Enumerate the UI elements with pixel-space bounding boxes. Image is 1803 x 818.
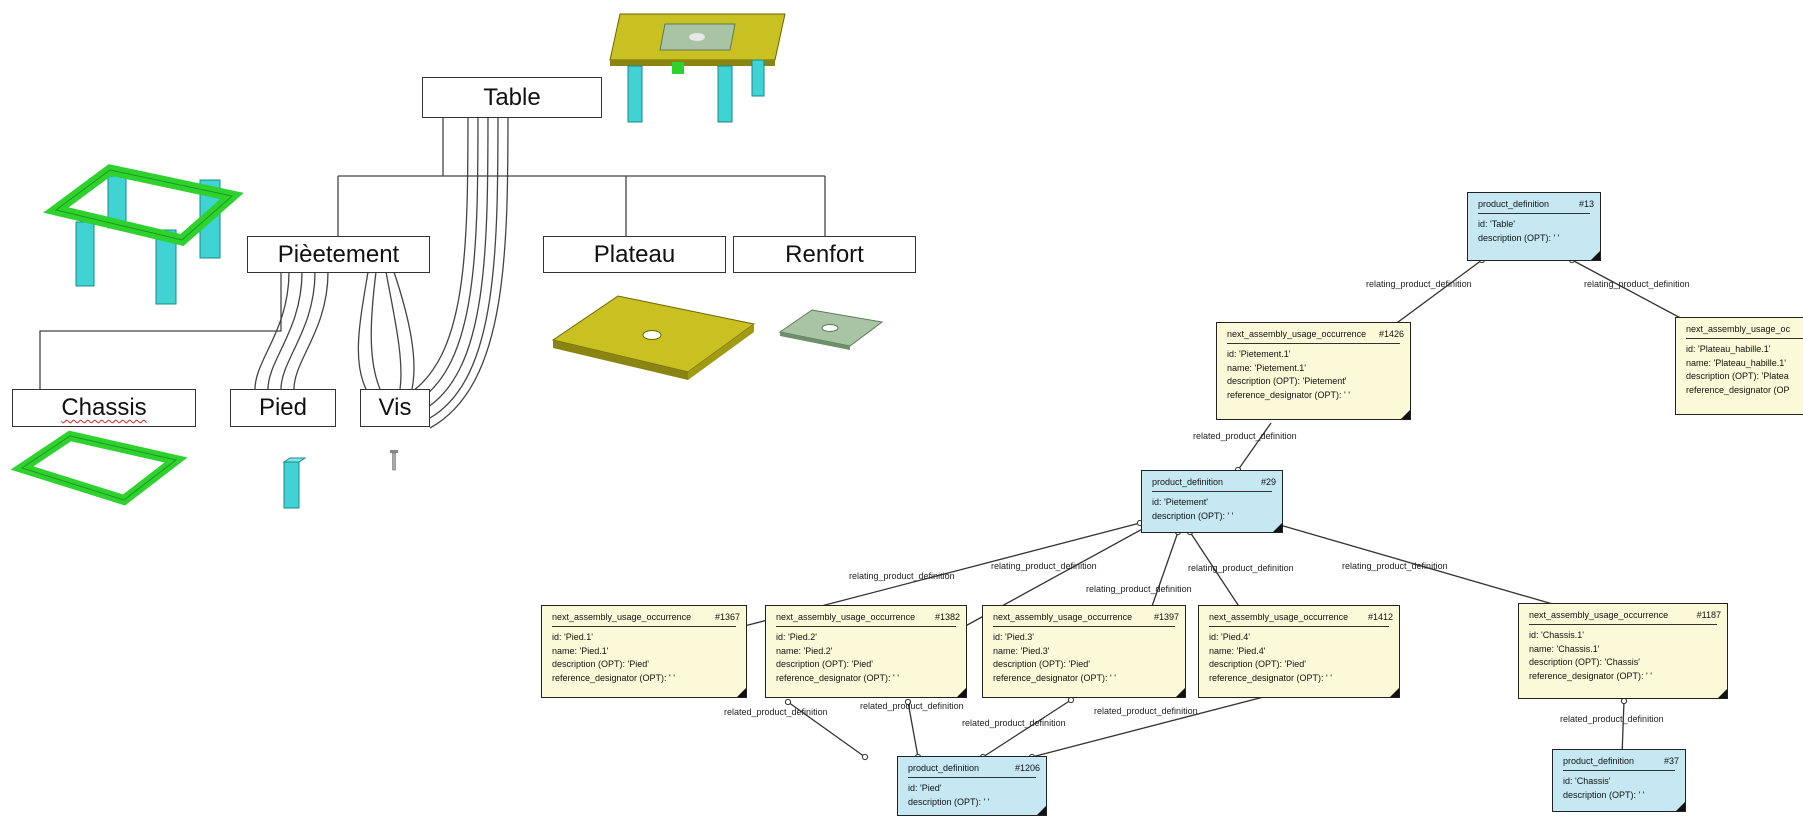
relation-label-relating: relating_product_definition bbox=[991, 561, 1097, 571]
tree-node-chassis-label: Chassis bbox=[61, 394, 147, 421]
vis-model-image bbox=[390, 450, 398, 471]
entity-attr: id: 'Pied.2' bbox=[776, 632, 817, 642]
tree-node-renfort: Renfort bbox=[733, 236, 916, 273]
relation-label-relating: relating_product_definition bbox=[1188, 563, 1294, 573]
entity-type: product_definition bbox=[1478, 199, 1550, 209]
entity-attr: id: 'Pied.3' bbox=[993, 632, 1034, 642]
entity-type: product_definition bbox=[1563, 756, 1635, 766]
entity-ref: #1206 bbox=[1014, 763, 1040, 773]
entity-attr: description (OPT): 'Pied' bbox=[776, 659, 873, 669]
entity-attr: name: 'Pied.2' bbox=[776, 645, 833, 656]
entity-attr: reference_designator (OPT): ' ' bbox=[1529, 670, 1652, 681]
entity-type: next_assembly_usage_occurrence bbox=[776, 612, 916, 622]
pied-model-image bbox=[282, 457, 307, 509]
relation-label-relating: relating_product_definition bbox=[1366, 279, 1472, 289]
entity-attr: id: 'Chassis' bbox=[1563, 776, 1611, 786]
pietement-model-image bbox=[43, 164, 244, 305]
entity-attr: reference_designator (OP bbox=[1686, 384, 1790, 395]
tree-node-chassis: Chassis bbox=[12, 389, 196, 427]
relation-label-related: related_product_definition bbox=[962, 718, 1066, 728]
entity-attr: name: 'Plateau_habille.1' bbox=[1686, 357, 1787, 368]
entity-nauo-1426: next_assembly_usage_occurrence #1426 id: … bbox=[1216, 322, 1411, 420]
entity-attr: description (OPT): 'Pied' bbox=[552, 659, 649, 669]
entity-attr: reference_designator (OPT): ' ' bbox=[552, 672, 675, 683]
relation-label-related: related_product_definition bbox=[860, 701, 964, 711]
entity-ref: #1412 bbox=[1367, 612, 1393, 622]
entity-attr: id: 'Pied.1' bbox=[552, 632, 593, 642]
entity-ref: #37 bbox=[1663, 756, 1679, 766]
relation-label-relating: relating_product_definition bbox=[1342, 561, 1448, 571]
entity-attr: id: 'Pietement.1' bbox=[1227, 349, 1291, 359]
entity-attr: id: 'Table' bbox=[1478, 219, 1515, 229]
entity-attr: id: 'Pietement' bbox=[1152, 497, 1208, 507]
entity-type: next_assembly_usage_occurrence bbox=[993, 612, 1133, 622]
entity-type: product_definition bbox=[1152, 477, 1224, 487]
entity-nauo-1367: next_assembly_usage_occurrence #1367 id: … bbox=[541, 605, 747, 698]
entity-attr: description (OPT): 'Pietement' bbox=[1227, 376, 1347, 386]
chassis-model-image bbox=[10, 430, 188, 506]
entity-nauo-1187: next_assembly_usage_occurrence #1187 id: … bbox=[1518, 603, 1728, 699]
entity-attr: description (OPT): ' ' bbox=[1152, 510, 1234, 521]
plateau-model-image bbox=[551, 295, 756, 380]
entity-attr: name: 'Pied.1' bbox=[552, 645, 609, 656]
entity-attr: id: 'Chassis.1' bbox=[1529, 630, 1584, 640]
relation-label-related: related_product_definition bbox=[1560, 714, 1664, 724]
entity-product-definition-37: product_definition #37 id: 'Chassis' desc… bbox=[1552, 749, 1686, 812]
entity-ref: #1397 bbox=[1153, 612, 1179, 622]
entity-attr: id: 'Plateau_habille.1' bbox=[1686, 344, 1771, 354]
entity-attr: reference_designator (OPT): ' ' bbox=[1227, 389, 1350, 400]
entity-attr: id: 'Pied' bbox=[908, 783, 942, 793]
entity-nauo-1397: next_assembly_usage_occurrence #1397 id: … bbox=[982, 605, 1186, 698]
tree-node-vis: Vis bbox=[360, 389, 430, 427]
entity-attr: description (OPT): 'Pied' bbox=[1209, 659, 1306, 669]
entity-attr: name: 'Pietement.1' bbox=[1227, 362, 1306, 373]
entity-attr: reference_designator (OPT): ' ' bbox=[993, 672, 1116, 683]
entity-ref: #1367 bbox=[714, 612, 740, 622]
entity-ref: #1187 bbox=[1696, 610, 1721, 620]
renfort-model-image bbox=[778, 309, 884, 350]
tree-node-pied: Pied bbox=[230, 389, 336, 427]
entity-product-definition-1206: product_definition #1206 id: 'Pied' descr… bbox=[897, 756, 1047, 816]
entity-attr: id: 'Pied.4' bbox=[1209, 632, 1250, 642]
relation-label-relating: relating_product_definition bbox=[1584, 279, 1690, 289]
entity-type: next_assembly_usage_occurrence bbox=[1529, 610, 1669, 620]
tree-node-table: Table bbox=[422, 77, 602, 118]
tree-node-pietement: Pièetement bbox=[247, 236, 430, 273]
entity-type: product_definition bbox=[908, 763, 980, 773]
entity-type: next_assembly_usage_occurrence bbox=[1209, 612, 1349, 622]
relation-label-related: related_product_definition bbox=[724, 707, 828, 717]
entity-attr: reference_designator (OPT): ' ' bbox=[776, 672, 899, 683]
relation-label-related: related_product_definition bbox=[1193, 431, 1297, 441]
relation-label-related: related_product_definition bbox=[1094, 706, 1198, 716]
table-model-image bbox=[609, 13, 786, 123]
entity-type: next_assembly_usage_oc bbox=[1686, 324, 1791, 334]
entity-attr: description (OPT): ' ' bbox=[908, 796, 990, 807]
entity-ref: #29 bbox=[1260, 477, 1276, 487]
entity-nauo-plateau: next_assembly_usage_oc id: 'Plateau_habi… bbox=[1675, 317, 1803, 415]
entity-product-definition-29: product_definition #29 id: 'Pietement' de… bbox=[1141, 470, 1283, 533]
relation-label-relating: relating_product_definition bbox=[1086, 584, 1192, 594]
entity-type: next_assembly_usage_occurrence bbox=[1227, 329, 1367, 339]
entity-product-definition-13: product_definition #13 id: 'Table' descri… bbox=[1467, 192, 1601, 261]
entity-attr: description (OPT): 'Platea bbox=[1686, 371, 1789, 381]
entity-attr: name: 'Chassis.1' bbox=[1529, 643, 1600, 654]
relation-label-relating: relating_product_definition bbox=[849, 571, 955, 581]
entity-attr: description (OPT): ' ' bbox=[1478, 232, 1560, 243]
entity-attr: name: 'Pied.4' bbox=[1209, 645, 1266, 656]
entity-attr: reference_designator (OPT): ' ' bbox=[1209, 672, 1332, 683]
entity-nauo-1412: next_assembly_usage_occurrence #1412 id: … bbox=[1198, 605, 1400, 698]
entity-ref: #1426 bbox=[1378, 329, 1404, 339]
tree-connectors bbox=[39, 102, 826, 429]
entity-ref: #1382 bbox=[934, 612, 960, 622]
entity-attr: description (OPT): ' ' bbox=[1563, 789, 1645, 800]
entity-type: next_assembly_usage_occurrence bbox=[552, 612, 692, 622]
entity-attr: description (OPT): 'Chassis' bbox=[1529, 657, 1640, 667]
entity-attr: name: 'Pied.3' bbox=[993, 645, 1050, 656]
entity-ref: #13 bbox=[1578, 199, 1594, 209]
entity-attr: description (OPT): 'Pied' bbox=[993, 659, 1090, 669]
entity-nauo-1382: next_assembly_usage_occurrence #1382 id: … bbox=[765, 605, 967, 698]
tree-node-plateau: Plateau bbox=[543, 236, 726, 273]
